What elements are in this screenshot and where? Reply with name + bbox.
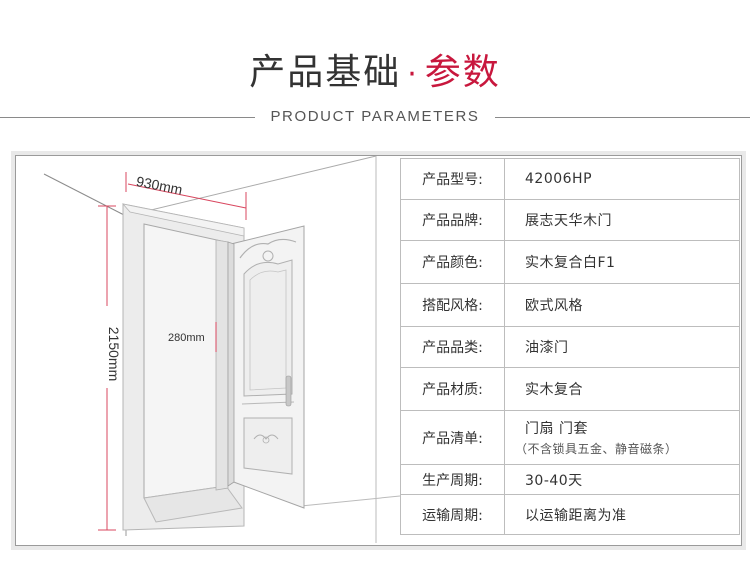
height-dimension [98,205,116,531]
subtitle-divider-right [495,117,750,118]
param-label: 产品品牌: [400,199,505,241]
param-value: 油漆门 [504,326,740,368]
table-row: 产品品类: 油漆门 [400,326,740,368]
param-value: 实木复合白F1 [504,240,740,284]
subtitle-divider-left [0,117,255,118]
thickness-label: 280mm [168,332,205,344]
param-label: 产品品类: [400,326,505,368]
table-row: 产品清单: 门扇 门套 （不含锁具五金、静音磁条） [400,410,740,465]
parameter-table: 产品型号: 42006HP 产品品牌: 展志天华木门 产品颜色: 实木复合白F1… [400,158,740,535]
width-dimension [125,172,247,220]
param-label: 产品型号: [400,158,505,200]
table-row: 搭配风格: 欧式风格 [400,283,740,327]
param-value: 以运输距离为准 [504,494,740,535]
subtitle-bar: PRODUCT PARAMETERS [0,106,750,128]
param-value: 门扇 门套 （不含锁具五金、静音磁条） [504,410,740,465]
param-value: 展志天华木门 [504,199,740,241]
param-label: 生产周期: [400,464,505,495]
param-value: 欧式风格 [504,283,740,327]
table-row: 产品品牌: 展志天华木门 [400,199,740,241]
table-row: 产品颜色: 实木复合白F1 [400,240,740,284]
param-value: 30-40天 [504,464,740,495]
table-row: 产品型号: 42006HP [400,158,740,200]
param-value-main: 门扇 门套 [525,421,588,437]
subtitle-text: PRODUCT PARAMETERS [270,108,480,125]
door-illustration: 930mm 2150mm 280mm [16,156,400,543]
table-row: 产品材质: 实木复合 [400,367,740,411]
param-label: 产品清单: [400,410,505,465]
param-value: 42006HP [504,158,740,200]
title-accent: 参数 [424,52,501,93]
param-label: 搭配风格: [400,283,505,327]
param-label: 产品材质: [400,367,505,411]
height-label: 2150mm [106,326,122,382]
page-title: 产品基础·参数 [0,48,750,100]
table-row: 生产周期: 30-40天 [400,464,740,495]
title-main: 产品基础 [249,52,402,93]
param-value-note: （不含锁具五金、静音磁条） [515,442,678,456]
param-label: 运输周期: [400,494,505,535]
param-label: 产品颜色: [400,240,505,284]
table-row: 运输周期: 以运输距离为准 [400,494,740,535]
title-dot: · [407,57,419,92]
param-value: 实木复合 [504,367,740,411]
